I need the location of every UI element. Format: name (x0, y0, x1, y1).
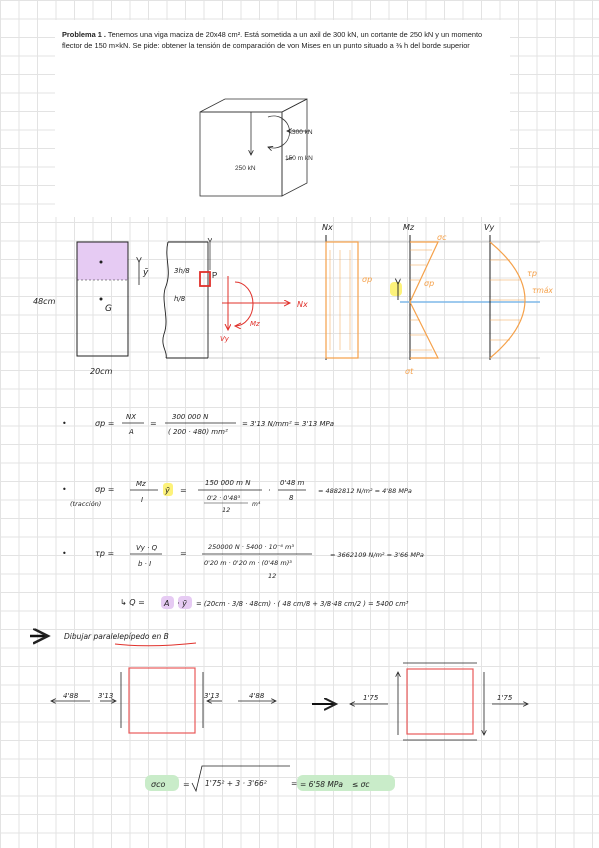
beam-3d-figure (199, 98, 310, 197)
right-outer-stress: 4'88 (249, 692, 265, 700)
svg-text:Vy · Q: Vy · Q (136, 544, 158, 552)
axial-force-label: 300 kN (292, 129, 313, 136)
left-inner-stress: 3'13 (98, 692, 113, 700)
tau-p-label: τp (527, 269, 537, 278)
svg-text:( 200 · 480) mm²: ( 200 · 480) mm² (168, 428, 228, 436)
parallelepiped-heading: Dibujar paralelepípedo en B (30, 632, 197, 647)
internal-forces (222, 276, 290, 330)
svg-text:b · I: b · I (138, 560, 151, 568)
svg-text:0'48 m: 0'48 m (280, 479, 305, 487)
svg-text:=: = (183, 780, 190, 789)
von-mises-result: σco = 1'75² + 3 · 3'66² = = 6'58 MPa ≤ σ… (145, 765, 395, 793)
svg-text:Dibujar paralelepípedo en B: Dibujar paralelepípedo en B (64, 632, 169, 641)
svg-text:NX: NX (126, 413, 136, 421)
svg-text:τp =: τp = (95, 549, 114, 558)
svg-text:·: · (268, 486, 271, 495)
sigma-top-label: σc (437, 233, 447, 242)
svg-text:A: A (163, 599, 169, 608)
svg-text:1'75² + 3 · 3'66²: 1'75² + 3 · 3'66² (205, 779, 267, 788)
upper-fraction-label: 3h/8 (174, 267, 190, 275)
tau-max-label: τmáx (532, 286, 553, 295)
svg-text:σp =: σp = (95, 419, 114, 428)
problem-title: Problema 1 . (62, 30, 106, 39)
nx-sigma-p-label: σp (362, 275, 372, 284)
svg-text:12: 12 (268, 572, 276, 580)
svg-text:300 000 N: 300 000 N (172, 413, 209, 421)
width-label: 20cm (90, 367, 113, 376)
svg-text:=: = (291, 779, 297, 788)
right-inner-stress: 3'13 (204, 692, 219, 700)
moment-label: 150 m kN (285, 155, 313, 162)
ybar-label: ȳ (142, 268, 149, 278)
mz-title: Mz (403, 223, 415, 232)
sigma-bottom-label: σt (405, 367, 414, 376)
height-label: 48cm (33, 297, 56, 306)
nx-force-label: Nx (297, 300, 308, 309)
svg-text:m⁴: m⁴ (252, 501, 261, 508)
svg-text:250000 N · 5400 · 10⁻⁶ m³: 250000 N · 5400 · 10⁻⁶ m³ (208, 543, 294, 551)
beam-side-view (162, 242, 210, 359)
mz-moment-label: Mz (250, 320, 260, 328)
svg-text:0'20 m · 0'20 m · (0'48 m)³: 0'20 m · 0'20 m · (0'48 m)³ (204, 559, 292, 567)
svg-text:σp =: σp = (95, 485, 114, 494)
centroid-label: G (105, 304, 112, 314)
svg-text:8: 8 (289, 494, 294, 502)
left-outer-stress: 4'88 (63, 692, 79, 700)
lower-fraction-label: h/8 (174, 295, 186, 303)
problem-body: Tenemos una viga maciza de 20x48 cm². Es… (62, 30, 483, 51)
svg-text:= 4882812 N/m² = 4'88 MPa: = 4882812 N/m² = 4'88 MPa (318, 487, 412, 495)
cross-section (76, 241, 139, 357)
svg-text:•: • (62, 419, 67, 428)
upper-area-highlight (77, 242, 128, 280)
svg-text:= 6'58 MPa: = 6'58 MPa (300, 780, 343, 789)
shear-force-label: 250 kN (235, 165, 256, 172)
shear-left-value: 1'75 (363, 694, 379, 702)
vy-force-label: Vy (220, 335, 230, 343)
equation-shear-stress: • τp = Vy · Q b · I = 250000 N · 5400 · … (62, 543, 424, 580)
svg-text:= (20cm · 3/8 · 48cm) · ( 48 c: = (20cm · 3/8 · 48cm) · ( 48 cm/8 + 3/8·… (196, 600, 409, 608)
equation-first-moment: ↳ Q = A · ȳ = (20cm · 3/8 · 48cm) · ( 48… (120, 596, 409, 609)
vy-title: Vy (484, 223, 494, 232)
mz-sigma-p-label: σp (424, 279, 434, 288)
svg-text:=: = (150, 419, 157, 428)
equation-bending-stress: • σp = (tracción) Mz I ȳ = 150 000 m N 0… (62, 479, 412, 514)
nx-diagram (325, 235, 359, 360)
svg-text:12: 12 (222, 506, 230, 514)
svg-text:I: I (141, 496, 143, 504)
svg-text:=: = (180, 549, 187, 558)
mz-diagram (390, 235, 439, 360)
nx-title: Nx (322, 223, 333, 232)
svg-text:0'2 · 0'48³: 0'2 · 0'48³ (207, 494, 240, 502)
svg-text:(tracción): (tracción) (70, 500, 101, 508)
svg-text:•: • (62, 485, 67, 494)
svg-text:Mz: Mz (136, 480, 146, 488)
problem-statement: Problema 1 . Tenemos una viga maciza de … (62, 29, 502, 51)
svg-text:= 3662109 N/m² = 3'66 MPa: = 3662109 N/m² = 3'66 MPa (330, 551, 424, 559)
svg-text:A: A (128, 428, 134, 436)
svg-text:=: = (180, 486, 187, 495)
svg-text:•: • (62, 549, 67, 558)
svg-text:σco: σco (151, 780, 165, 789)
section-rectangle (76, 241, 129, 357)
ybar-highlight (390, 282, 402, 296)
vy-diagram (489, 235, 526, 360)
stress-element-right (350, 662, 528, 741)
svg-text:≤ σc: ≤ σc (352, 780, 370, 789)
equation-axial-stress: • σp = NX A = 300 000 N ( 200 · 480) mm²… (62, 413, 334, 436)
point-p-element (199, 271, 211, 287)
svg-text:150 000 m N: 150 000 m N (205, 479, 251, 487)
stress-element-left (51, 667, 276, 734)
svg-text:ȳ: ȳ (164, 486, 170, 495)
shear-right-value: 1'75 (497, 694, 513, 702)
point-p-label: P (212, 271, 217, 280)
svg-text:↳ Q =: ↳ Q = (120, 598, 145, 607)
svg-text:= 3'13 N/mm² = 3'13 MPa: = 3'13 N/mm² = 3'13 MPa (242, 420, 334, 428)
svg-text:· ȳ: · ȳ (177, 599, 187, 608)
